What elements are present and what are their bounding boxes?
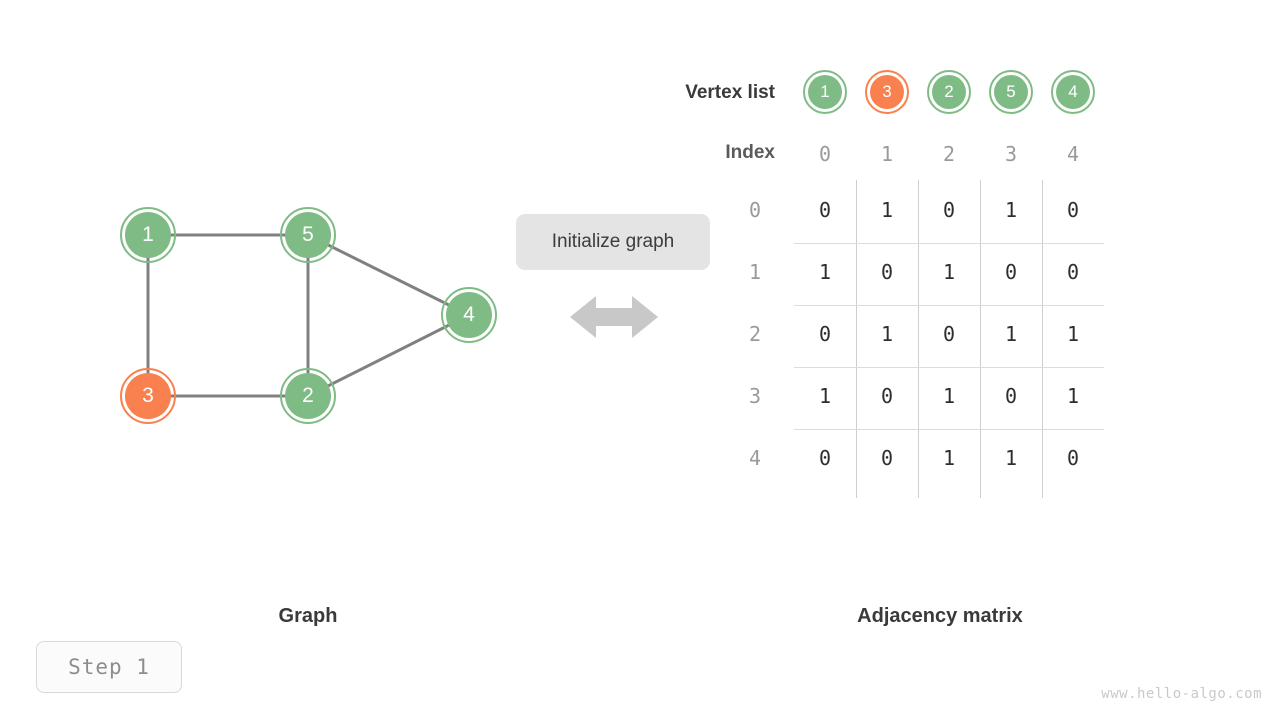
matrix-row-divider: [794, 429, 1104, 430]
graph-node-ring: [120, 368, 176, 424]
matrix-cell-r1-c2: 1: [942, 260, 956, 284]
operation-label-text: Initialize graph: [551, 231, 675, 252]
vertex-chip-label: 4: [1068, 82, 1078, 101]
vertex-chip-1[interactable]: 1: [803, 70, 847, 114]
vertex-chip-svg: [1051, 70, 1095, 114]
matrix-cell-r1-c1: 0: [880, 260, 894, 284]
vertex-chip-5[interactable]: 5: [989, 70, 1033, 114]
matrix-cell-r3-c2: 1: [942, 384, 956, 408]
index-cell-0: 0: [818, 142, 832, 166]
matrix-cell-r4-c1: 0: [880, 446, 894, 470]
matrix-column-divider: [918, 180, 919, 498]
vertex-chip-label: 5: [1006, 82, 1016, 101]
index-cell-1: 1: [880, 142, 894, 166]
vertex-chip-svg: [927, 70, 971, 114]
matrix-cell-r4-c4: 0: [1066, 446, 1080, 470]
index-label: Index: [725, 142, 775, 163]
matrix-cell-r2-c2: 0: [942, 322, 956, 346]
graph-node-1[interactable]: [125, 212, 171, 258]
matrix-cell-r1-c4: 0: [1066, 260, 1080, 284]
matrix-row-label-3: 3: [748, 384, 762, 408]
graph-edge: [307, 313, 470, 398]
matrix-cell-r1-c3: 0: [1004, 260, 1018, 284]
graph-node-ring: [120, 207, 176, 263]
vertex-chip-3[interactable]: 3: [865, 70, 909, 114]
matrix-cell-r3-c4: 1: [1066, 384, 1080, 408]
graph-svg: [120, 207, 497, 424]
matrix-cell-r0-c4: 0: [1066, 198, 1080, 222]
matrix-caption: Adjacency matrix: [857, 605, 1023, 627]
matrix-cell-r4-c2: 1: [942, 446, 956, 470]
watermark: www.hello-algo.com: [1101, 686, 1262, 702]
matrix-cell-r2-c4: 1: [1066, 322, 1080, 346]
matrix-column-divider: [980, 180, 981, 498]
matrix-cell-r4-c3: 1: [1004, 446, 1018, 470]
vertex-list-label: Vertex list: [685, 82, 775, 103]
graph-node-ring: [441, 287, 497, 343]
vertex-chip-svg: [989, 70, 1033, 114]
graph-node-3[interactable]: [125, 373, 171, 419]
graph-caption: Graph: [278, 605, 338, 627]
graph-node-layer: [120, 207, 497, 424]
matrix-row-label-1: 1: [748, 260, 762, 284]
graph-node-ring: [280, 368, 336, 424]
matrix-cell-r2-c0: 0: [818, 322, 832, 346]
vertex-chip-svg: [865, 70, 909, 114]
operation-label-box: Initialize graph: [516, 214, 710, 270]
matrix-cell-r2-c1: 1: [880, 322, 894, 346]
double-arrow-icon: [570, 292, 658, 342]
vertex-chip-svg: [803, 70, 847, 114]
vertex-chip-label: 1: [820, 82, 830, 101]
graph-edge: [307, 233, 470, 317]
matrix-row-label-2: 2: [748, 322, 762, 346]
matrix-cell-r3-c1: 0: [880, 384, 894, 408]
graph-node-4[interactable]: [446, 292, 492, 338]
matrix-cell-r3-c3: 0: [1004, 384, 1018, 408]
matrix-cell-r1-c0: 1: [818, 260, 832, 284]
step-badge-text: Step 1: [68, 655, 150, 679]
matrix-row-divider: [794, 305, 1104, 306]
matrix-cell-r0-c3: 1: [1004, 198, 1018, 222]
matrix-column-divider: [856, 180, 857, 498]
matrix-cell-r4-c0: 0: [818, 446, 832, 470]
vertex-chip-label: 3: [882, 82, 892, 101]
matrix-row-divider: [794, 367, 1104, 368]
double-arrow-svg: [570, 296, 658, 338]
graph-node-ring: [280, 207, 336, 263]
index-cell-4: 4: [1066, 142, 1080, 166]
matrix-column-divider: [1042, 180, 1043, 498]
matrix-cell-r2-c3: 1: [1004, 322, 1018, 346]
graph-node-5[interactable]: [285, 212, 331, 258]
vertex-chip-2[interactable]: 2: [927, 70, 971, 114]
step-badge: Step 1: [36, 641, 182, 693]
index-cell-3: 3: [1004, 142, 1018, 166]
graph-edge-layer: [146, 233, 470, 398]
vertex-chip-label: 2: [944, 82, 954, 101]
matrix-row-divider: [794, 243, 1104, 244]
matrix-cell-r0-c2: 0: [942, 198, 956, 222]
matrix-cell-r0-c1: 1: [880, 198, 894, 222]
vertex-chip-4[interactable]: 4: [1051, 70, 1095, 114]
matrix-row-label-4: 4: [748, 446, 762, 470]
matrix-cell-r0-c0: 0: [818, 198, 832, 222]
graph-node-2[interactable]: [285, 373, 331, 419]
matrix-cell-r3-c0: 1: [818, 384, 832, 408]
adjacency-matrix-panel: Vertex list 1 3 2 5 4 Index 0 1 2 3 4 0 0 1 0 1 0 1 1 0 1…: [640, 0, 1280, 560]
matrix-row-label-0: 0: [748, 198, 762, 222]
index-cell-2: 2: [942, 142, 956, 166]
